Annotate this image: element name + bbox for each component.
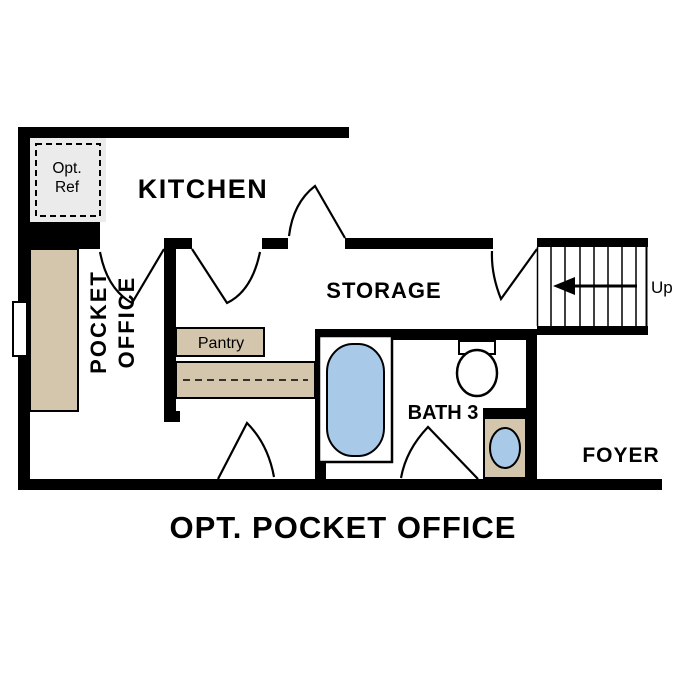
pantry-shelf [175,327,265,357]
door-swing-stairs [490,248,538,302]
room-label-foyer: FOYER [582,444,659,467]
up-arrow-icon [553,277,637,295]
wall-mid-d [345,238,493,249]
bathtub [317,334,394,464]
opt-ref-label-line2: Ref [55,179,80,196]
plan-title: OPT. POCKET OFFICE [170,510,517,545]
wall-pocket-office-stub [164,411,180,422]
wall-pocket-office-right [164,238,176,422]
wall-ref-block [30,222,100,249]
toilet-bowl [455,348,499,398]
wall-bath-right [526,329,537,479]
room-label-bath3: BATH 3 [408,402,479,424]
wall-bath-top [315,329,537,340]
opt-ref-box: Opt. Ref [30,138,106,222]
toilet [455,340,499,398]
doors [98,184,538,480]
wall-mid-b [164,238,192,249]
room-label-pocket-office-line2: OFFICE [114,276,139,369]
door-swing-hall [217,421,276,480]
wall-bottom [18,479,662,490]
door-swing-bath [399,425,479,480]
opt-ref-dashed-outline [35,143,101,217]
opt-ref-label-line1: Opt. [52,160,81,177]
pocket-office-counter [29,248,79,412]
room-label-pocket-office-line1: POCKET [86,270,111,374]
opt-ref-fill [30,138,106,222]
stairs-up-label: Up [651,278,673,297]
sink-basin [489,427,521,469]
room-label-pantry: Pantry [198,335,244,352]
stairs-bottom-bar [537,326,648,335]
door-swing-kitchen [191,248,262,305]
wall-top [18,127,349,138]
staircase: Up [536,238,673,335]
room-label-storage: STORAGE [326,278,441,303]
stairs-top-bar [537,238,648,247]
wall-sink-divider [483,408,537,418]
wall-mid-c [262,238,288,249]
room-label-kitchen: KITCHEN [138,174,269,204]
window [12,301,28,357]
bathtub-basin [326,343,385,457]
door-swing-pocket-office [98,248,165,305]
door-swing-kitchen-top [287,184,346,239]
